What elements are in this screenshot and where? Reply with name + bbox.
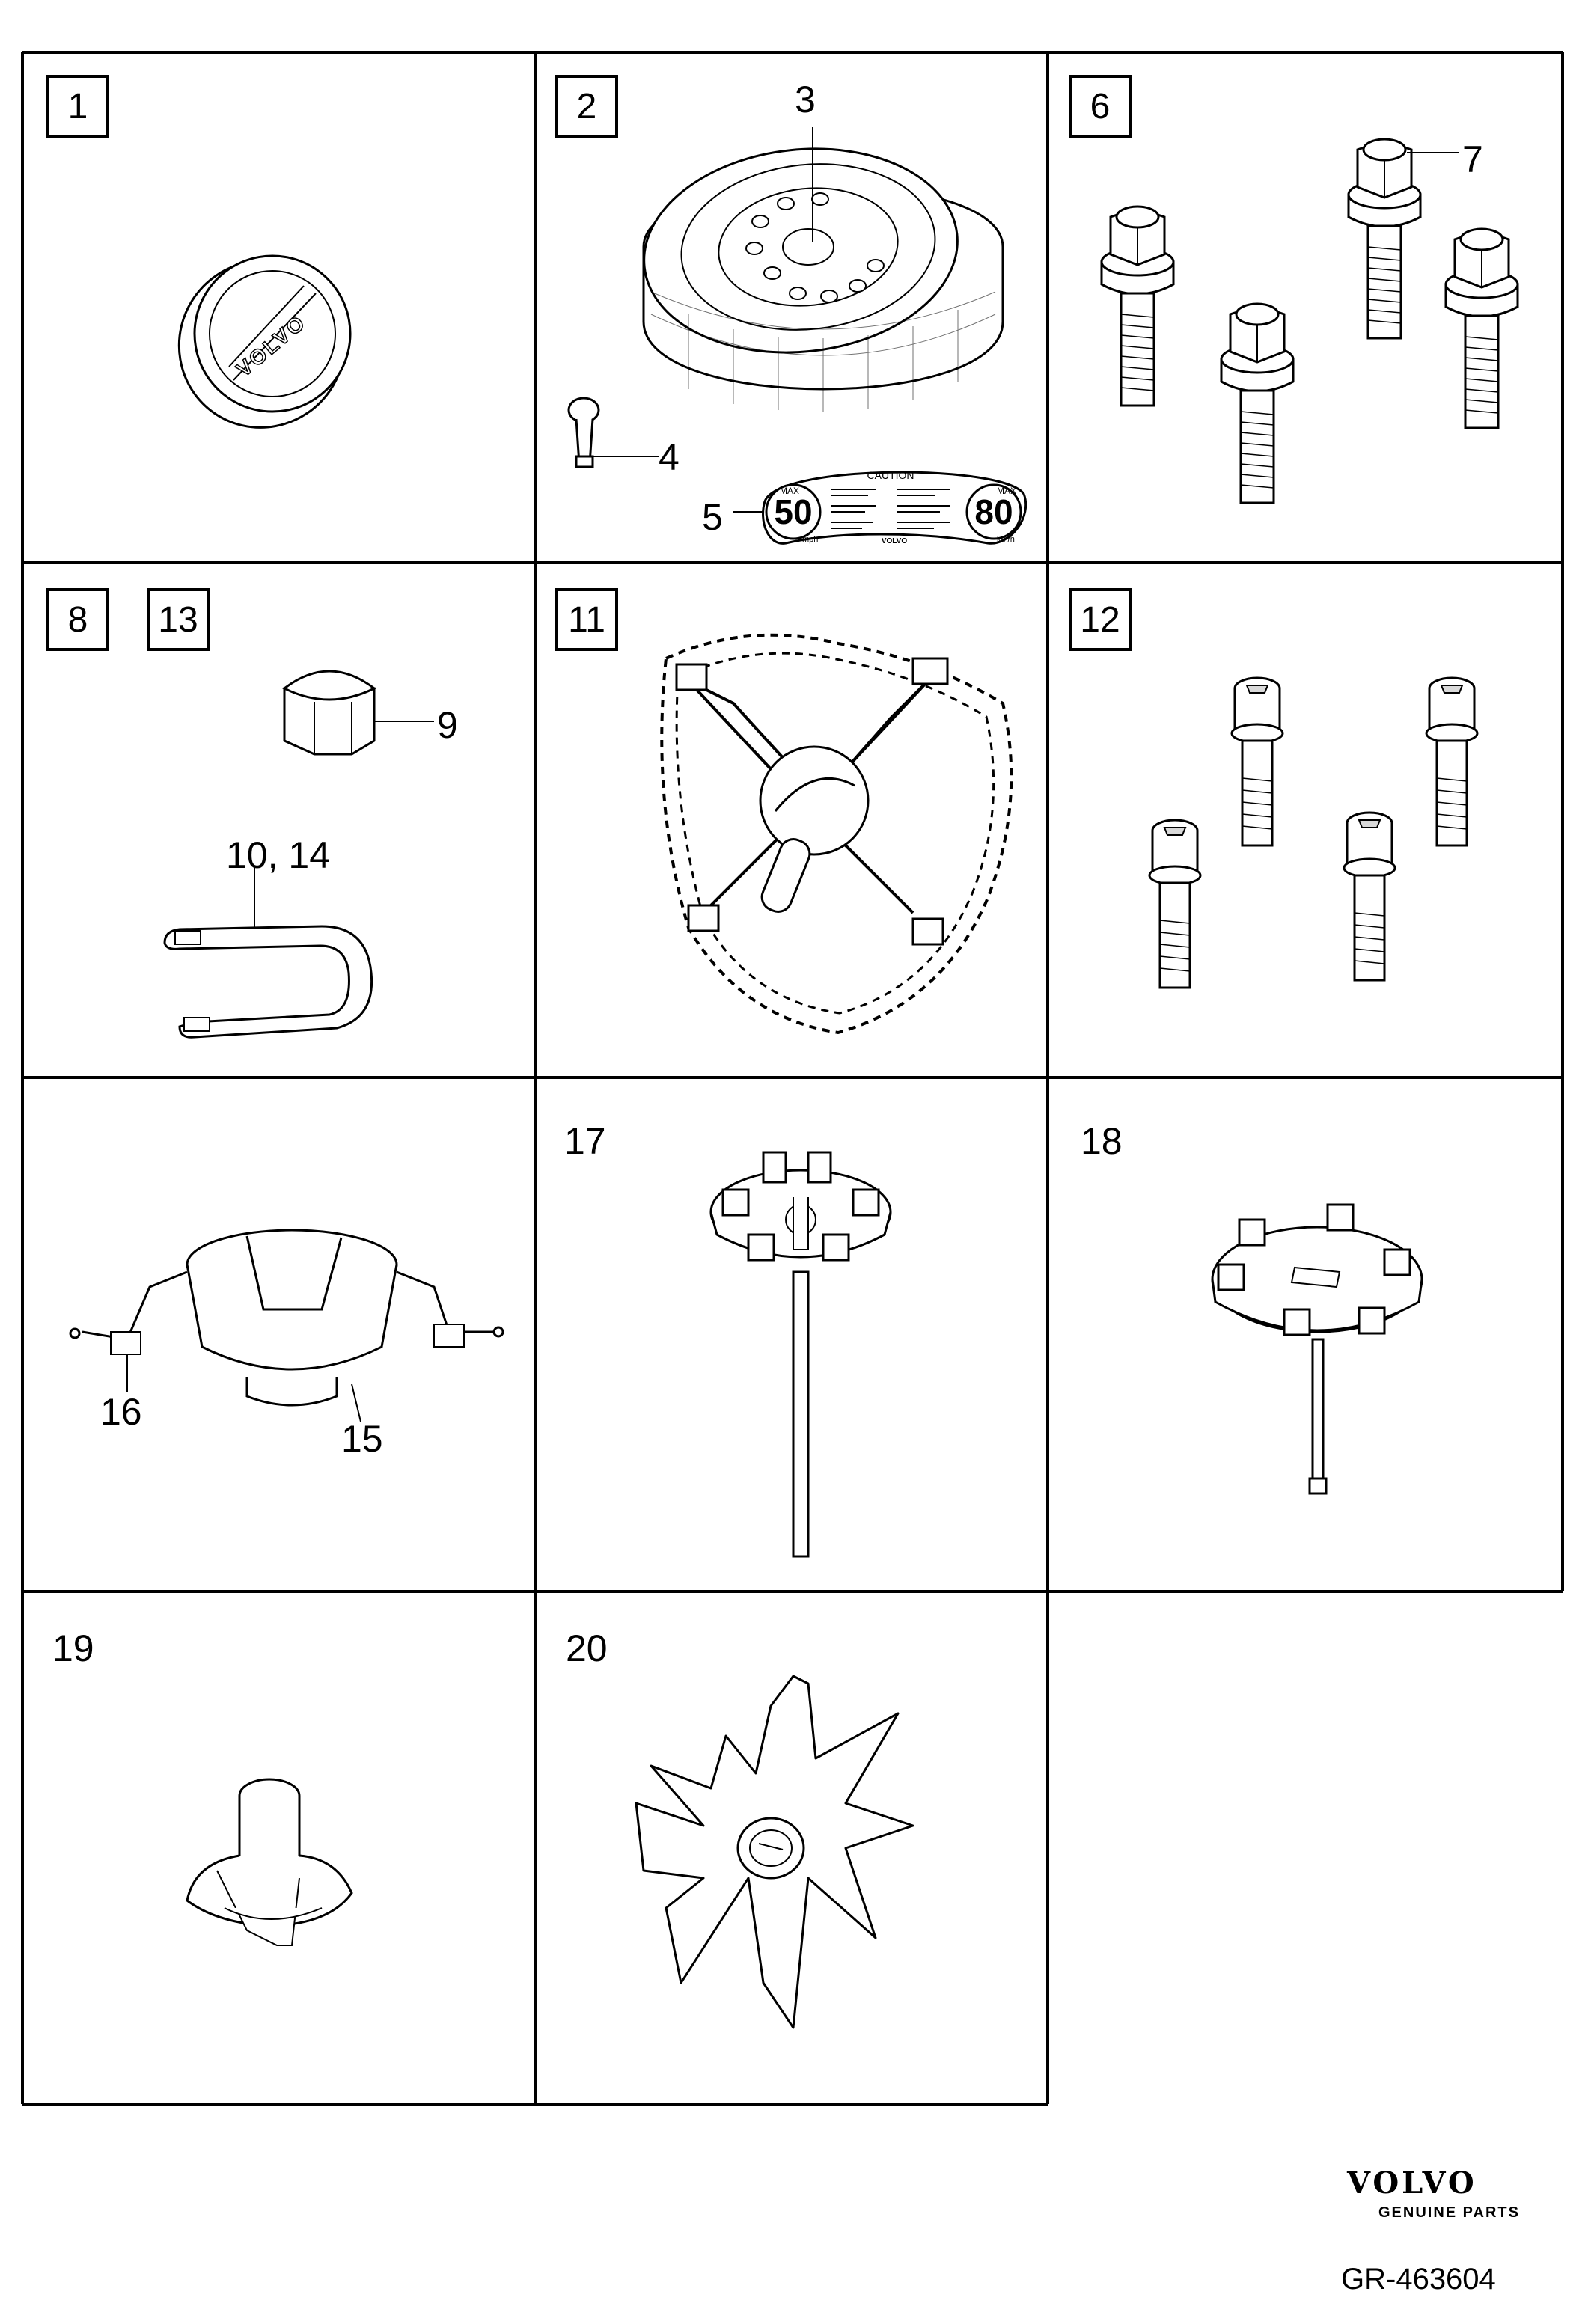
decal-right-speed: 80 <box>974 492 1013 531</box>
hub-cover-illustration <box>69 1229 504 1422</box>
tire-valve-illustration <box>567 397 659 468</box>
speed-decal-illustration: 50 80 MAX MAX mph km/h CAUTION VOLVO <box>733 469 1027 545</box>
footer-subtitle: GENUINE PARTS <box>1378 2204 1520 2221</box>
callout-9: 9 <box>437 704 458 746</box>
spinner-tool-illustration <box>186 1778 353 1946</box>
center-tool-long-illustration <box>709 1151 892 1558</box>
decal-left-speed: 50 <box>774 492 812 531</box>
callout-16: 16 <box>100 1391 142 1433</box>
panel-label-18: 18 <box>1081 1120 1123 1162</box>
decal-right-unit: km/h <box>997 535 1015 544</box>
bolt-cap-illustration <box>282 670 434 756</box>
callout-4: 4 <box>659 436 680 478</box>
callout-5: 5 <box>702 496 723 538</box>
panel-label-11: 11 <box>555 588 618 651</box>
removal-tool-illustration <box>163 868 373 1039</box>
decal-brand: VOLVO <box>882 537 907 545</box>
panel-label-6: 6 <box>1069 75 1132 138</box>
footer-brand: VOLVO <box>1347 2165 1477 2201</box>
panel-label-2: 2 <box>555 75 618 138</box>
panel-label-8: 8 <box>46 588 109 651</box>
panel-label-13: 13 <box>147 588 210 651</box>
callout-3: 3 <box>795 79 816 120</box>
snow-chain-illustration <box>660 633 1013 1035</box>
panel-label-12: 12 <box>1069 588 1132 651</box>
hub-cap-illustration: VOLVO <box>177 254 352 429</box>
center-tool-short-illustration <box>1211 1203 1423 1495</box>
panel-label-17: 17 <box>564 1120 606 1162</box>
panel-label-19: 19 <box>52 1627 94 1669</box>
callout-15: 15 <box>341 1418 383 1460</box>
decal-left-max: MAX <box>780 486 799 496</box>
decal-left-unit: mph <box>802 535 818 544</box>
spare-wheel-illustration <box>642 127 1004 412</box>
drawing-code: GR-463604 <box>1341 2263 1496 2296</box>
panel-label-20: 20 <box>566 1627 608 1669</box>
callout-10-14: 10, 14 <box>226 834 331 876</box>
locking-bolts-illustration <box>1148 676 1479 989</box>
decal-right-max: MAX <box>997 486 1016 496</box>
callout-7: 7 <box>1462 138 1483 180</box>
decal-heading: CAUTION <box>867 469 914 481</box>
wheel-bolts-illustration <box>1100 138 1519 504</box>
panel-label-1: 1 <box>46 75 109 138</box>
star-hub-cover-illustration <box>635 1675 914 2029</box>
